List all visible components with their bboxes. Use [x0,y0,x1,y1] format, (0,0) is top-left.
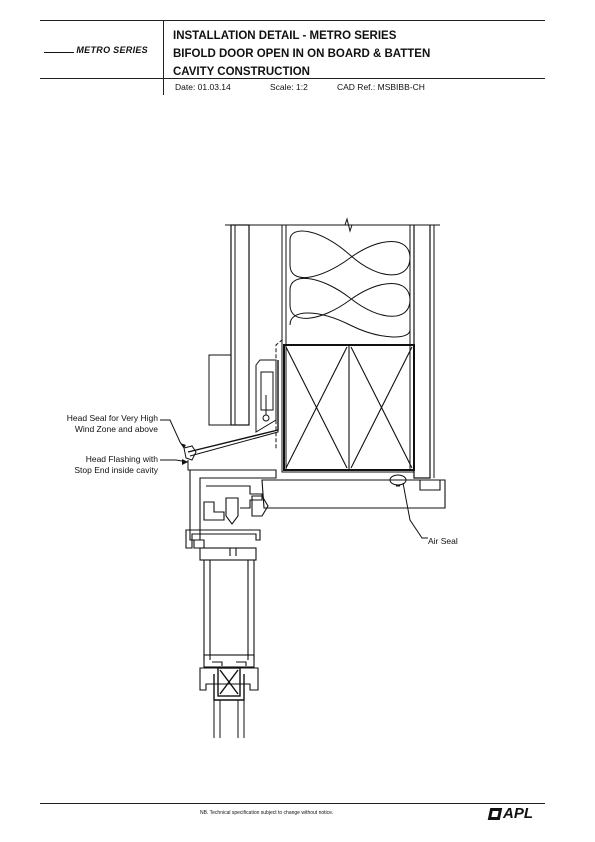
insulation [289,230,411,338]
timber-header [283,344,415,471]
callout-head-seal: Head Seal for Very High Wind Zone and ab… [66,413,158,434]
head-seal [183,445,197,461]
header-divider [163,20,164,95]
batten [208,354,232,426]
cad-reference: CAD Ref.: MSBIBB-CH [337,82,425,92]
head-flashing [255,359,277,433]
callout-air-seal: Air Seal [428,536,458,546]
apl-logo: APL [487,805,533,822]
glass-panel [213,700,245,738]
cladding-board [230,224,250,426]
glazing-bead [213,667,245,701]
stud-frame [281,224,415,473]
apl-logo-icon [487,807,503,820]
building-wrap [275,225,283,450]
title-line-3: CAVITY CONSTRUCTION [173,66,310,78]
air-seal [389,474,407,486]
callout-head-flashing: Head Flashing with Stop End inside cavit… [74,454,158,475]
title-line-2: BIFOLD DOOR OPEN IN ON BOARD & BATTEN [173,48,431,60]
door-sash [199,547,259,691]
footer-disclaimer: NB. Technical specification subject to c… [200,810,334,816]
leader-air-seal [402,482,428,539]
drawing-date: Date: 01.03.14 [175,82,231,92]
interior-lining [413,225,431,479]
header-top-rule [40,20,545,21]
leader-head-seal [160,419,185,449]
drawing-scale: Scale: 1:2 [270,82,308,92]
footer-rule [40,803,545,804]
header-bottom-rule [40,78,545,79]
metro-series-logo: METRO SERIES [44,45,148,59]
drawing-title: INSTALLATION DETAIL - METRO SERIES BIFOL… [173,27,430,81]
title-line-1: INSTALLATION DETAIL - METRO SERIES [173,30,397,42]
door-frame-head [185,469,446,549]
